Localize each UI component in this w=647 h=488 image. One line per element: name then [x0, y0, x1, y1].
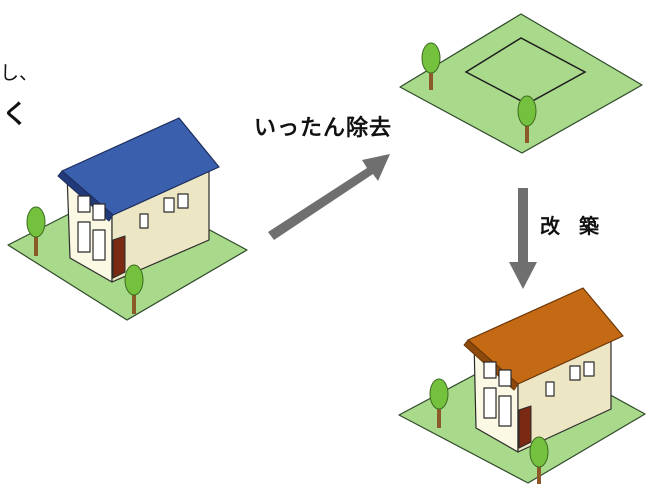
new-house-window: [583, 361, 595, 377]
remove-arrow-label: いったん除去: [254, 116, 393, 141]
old-house-window: [177, 193, 189, 209]
old-house-window: [92, 229, 106, 261]
vacant-lot-ground: [399, 13, 643, 154]
tree-icon: [429, 378, 449, 428]
vacant-lot-icon: [399, 13, 643, 154]
house-with-orange-roof-icon: [398, 287, 646, 484]
tree-icon: [421, 42, 441, 90]
new-house-window: [498, 369, 512, 387]
old-house-window: [163, 197, 175, 213]
arrow-up-right-icon: [268, 154, 390, 240]
vacant-lot-foundation: [464, 37, 587, 105]
old-house-window: [139, 213, 149, 229]
new-house-window: [483, 361, 497, 379]
new-house-door: [518, 405, 532, 449]
arrow-down-icon: [509, 188, 537, 289]
new-house-window: [498, 395, 512, 427]
house-with-blue-roof-icon: [7, 117, 248, 321]
new-house-window: [569, 365, 581, 381]
old-house-window: [77, 221, 91, 253]
old-house-window: [77, 195, 91, 213]
old-house-window: [92, 203, 106, 221]
tree-icon: [517, 95, 537, 143]
tree-icon: [26, 206, 46, 256]
old-house-door: [112, 235, 126, 279]
cropped-text-line1: し、: [0, 62, 39, 84]
rebuild-arrow-label: 改 築: [540, 214, 605, 238]
tree-icon: [124, 264, 144, 314]
tree-icon: [529, 436, 549, 484]
new-house-window: [483, 387, 497, 419]
cropped-text-line2: く: [2, 100, 29, 130]
new-house-window: [545, 381, 555, 397]
